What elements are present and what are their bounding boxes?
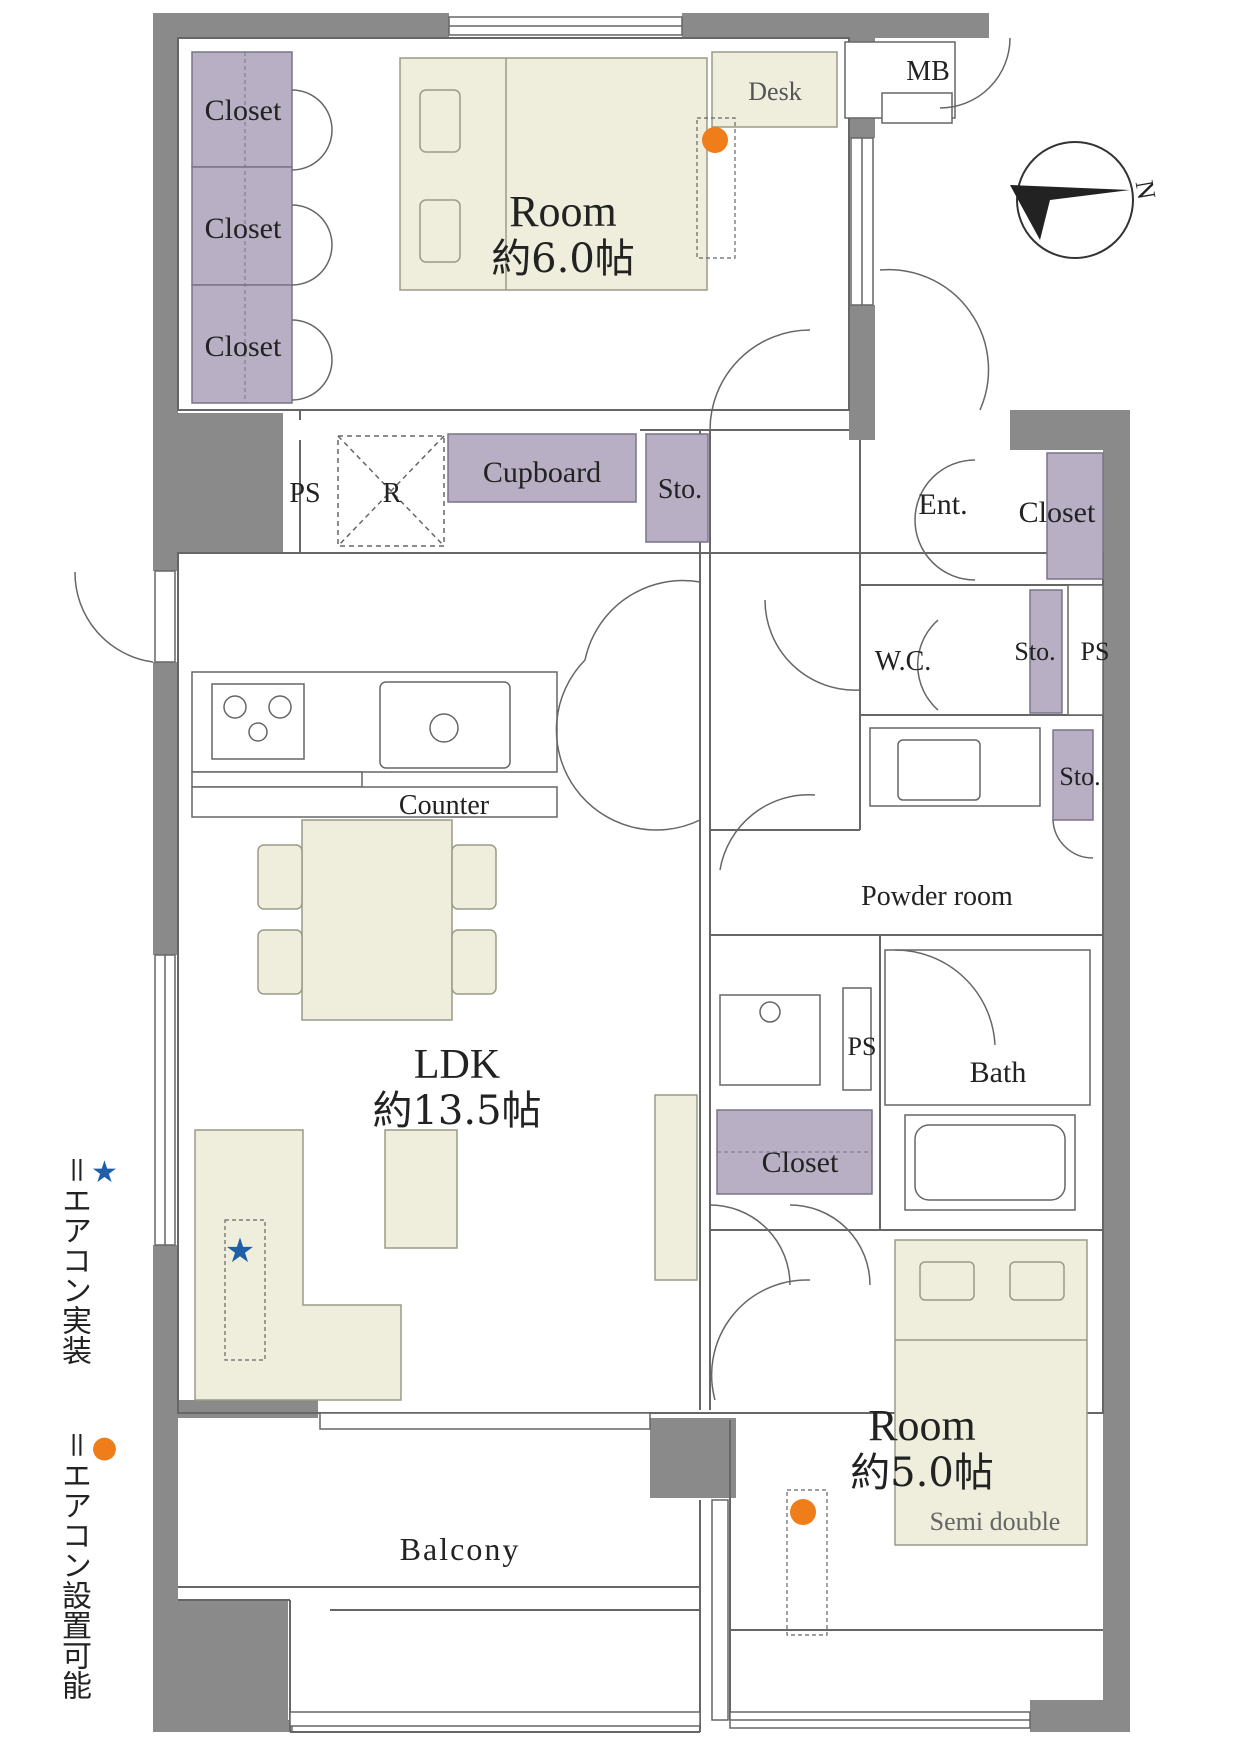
aircon-units (224, 117, 828, 1636)
closet-2 (191, 166, 293, 286)
legend-star-icon: ★ (87, 1155, 122, 1190)
legend-dot-icon: ● (87, 1430, 122, 1465)
label-cupboard: Cupboard (483, 456, 601, 489)
room1-size: 約6.0帖 (491, 236, 635, 282)
label-counter: Counter (399, 790, 490, 821)
label-closet-1: Closet (205, 94, 282, 127)
label-r: R (383, 478, 402, 509)
label-mb: MB (906, 56, 950, 87)
label-ps-3: PS (848, 1032, 877, 1061)
legend-dot: ● ＝エアコン設置可能 (56, 1430, 122, 1700)
closet-1 (191, 51, 293, 168)
labels: Closet Closet Closet Desk MB Room 約6.0帖 … (205, 56, 1162, 1567)
label-sto-2: Sto. (1014, 637, 1055, 666)
label-wc: W.C. (875, 646, 932, 677)
closet-entrance (1046, 452, 1104, 580)
closet-3 (191, 284, 293, 404)
cupboard (447, 433, 637, 503)
label-semi-double: Semi double (930, 1507, 1061, 1536)
table (301, 819, 453, 1021)
doors (74, 37, 1094, 1401)
label-powder-room: Powder room (861, 881, 1013, 912)
label-compass-n: N (1130, 178, 1162, 202)
room2-name: Room (868, 1401, 976, 1450)
label-closet-2: Closet (205, 212, 282, 245)
storage-sto-3 (1052, 729, 1094, 821)
label-bath: Bath (970, 1056, 1027, 1089)
label-closet-hall: Closet (762, 1146, 839, 1179)
room1-name: Room (509, 187, 617, 236)
interior-lines (177, 37, 1104, 1733)
furniture (194, 51, 1088, 1546)
tv-stand (654, 1094, 698, 1281)
desk (711, 51, 838, 128)
storage-sto-1 (645, 433, 709, 543)
label-closet-3: Closet (205, 330, 282, 363)
aircon-star: ★ (225, 1231, 255, 1271)
kitchen (191, 671, 558, 818)
compass (1010, 141, 1134, 259)
label-closet-ent: Closet (1019, 496, 1096, 529)
label-sto-1: Sto. (658, 474, 702, 505)
aircon-dot-room2 (790, 1499, 816, 1525)
room2-size: 約5.0帖 (850, 1450, 994, 1496)
label-ps-1: PS (289, 478, 320, 509)
label-ent: Ent. (918, 488, 967, 521)
storage-sto-2 (1029, 589, 1063, 714)
legend-star-text: ＝エアコン実装 (56, 1155, 91, 1365)
label-ps-2: PS (1081, 637, 1110, 666)
refrigerator-space (337, 435, 445, 547)
legend-dot-text: ＝エアコン設置可能 (56, 1430, 91, 1700)
label-balcony: Balcony (400, 1531, 521, 1567)
ldk-size: 約13.5帖 (372, 1088, 541, 1134)
windows (154, 16, 1031, 1729)
ldk-name: LDK (414, 1042, 500, 1088)
sofa (194, 1129, 402, 1401)
aircon-dot-room1 (702, 127, 728, 153)
label-desk: Desk (748, 77, 801, 106)
label-sto-3: Sto. (1059, 762, 1100, 791)
fixtures (719, 41, 1104, 1211)
legend-star: ★ ＝エアコン実装 (56, 1155, 122, 1365)
walls (153, 13, 1130, 1732)
